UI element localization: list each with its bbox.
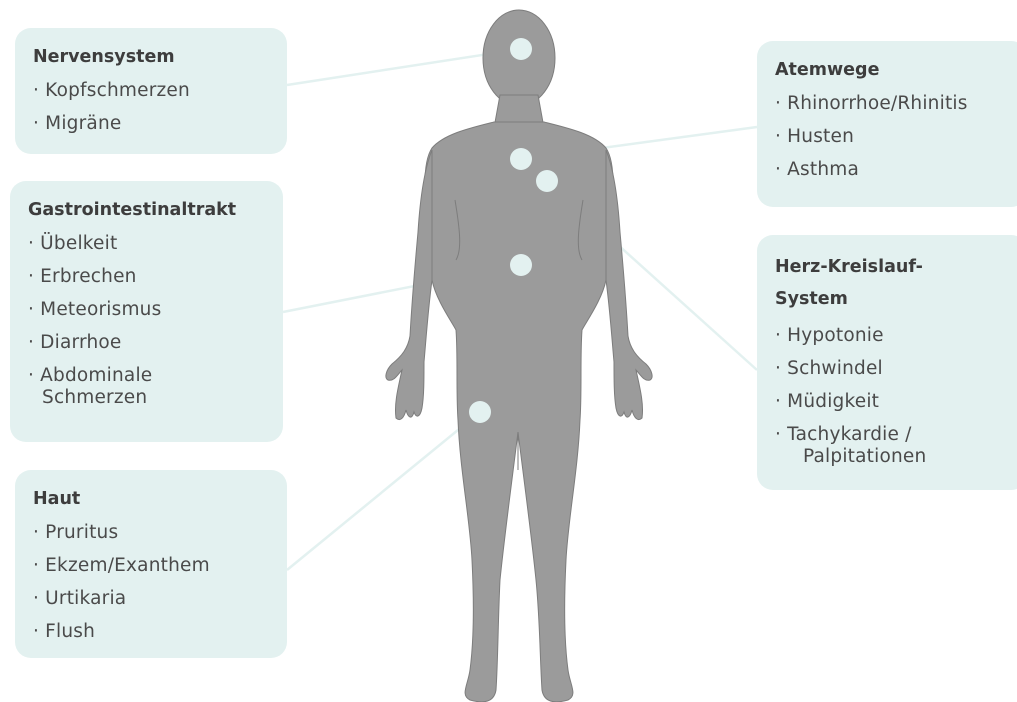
panel-title-nervensystem: Nervensystem (33, 44, 269, 70)
symptom-item: Hypotonie (775, 319, 1009, 352)
marker-thigh (469, 401, 491, 423)
marker-heart (536, 170, 558, 192)
symptom-item: Meteorismus (28, 293, 265, 326)
symptom-item: Ekzem/Exanthem (33, 549, 269, 582)
panel-herz-kreislauf: Herz-Kreislauf-System Hypotonie Schwinde… (757, 235, 1017, 490)
panel-haut: Haut Pruritus Ekzem/Exanthem Urtikaria F… (15, 470, 287, 658)
marker-abdomen (510, 254, 532, 276)
symptom-list-herz: Hypotonie Schwindel Müdigkeit Tachykardi… (775, 319, 1009, 468)
symptom-item: Asthma (775, 153, 1009, 186)
panel-title-haut: Haut (33, 486, 269, 512)
panel-gastrointestinaltrakt: Gastrointestinaltrakt Übelkeit Erbrechen… (10, 181, 283, 442)
panel-nervensystem: Nervensystem Kopfschmerzen Migräne (15, 28, 287, 154)
marker-chest (510, 148, 532, 170)
panel-title-gastro: Gastrointestinaltrakt (28, 197, 265, 223)
symptom-item: Schwindel (775, 352, 1009, 385)
panel-title-herz: Herz-Kreislauf-System (775, 251, 935, 315)
symptom-list-nervensystem: Kopfschmerzen Migräne (33, 74, 269, 140)
panel-atemwege: Atemwege Rhinorrhoe/Rhinitis Husten Asth… (757, 41, 1017, 207)
symptom-item: Migräne (33, 107, 269, 140)
connector-haut (287, 412, 480, 570)
symptom-item: Kopfschmerzen (33, 74, 269, 107)
left-arm-shape (386, 150, 432, 420)
marker-head (510, 38, 532, 60)
symptom-item: Übelkeit (28, 227, 265, 260)
symptom-item: Diarrhoe (28, 326, 265, 359)
symptom-item: Flush (33, 615, 269, 648)
symptom-item: Urtikaria (33, 582, 269, 615)
symptom-item: Husten (775, 120, 1009, 153)
symptom-item: Müdigkeit (775, 385, 1009, 418)
symptom-item: Pruritus (33, 516, 269, 549)
torso-legs-shape (425, 122, 613, 702)
symptom-list-gastro: Übelkeit Erbrechen Meteorismus Diarrhoe … (28, 227, 265, 409)
symptom-item: Abdominale Schmerzen (28, 365, 192, 409)
panel-title-atemwege: Atemwege (775, 57, 1009, 83)
human-silhouette (386, 10, 652, 702)
symptom-list-haut: Pruritus Ekzem/Exanthem Urtikaria Flush (33, 516, 269, 648)
symptom-item: Erbrechen (28, 260, 265, 293)
symptom-item: Rhinorrhoe/Rhinitis (775, 87, 1009, 120)
right-arm-shape (606, 150, 652, 420)
symptom-list-atemwege: Rhinorrhoe/Rhinitis Husten Asthma (775, 87, 1009, 186)
symptom-item: Tachykardie / Palpitationen (775, 424, 973, 468)
